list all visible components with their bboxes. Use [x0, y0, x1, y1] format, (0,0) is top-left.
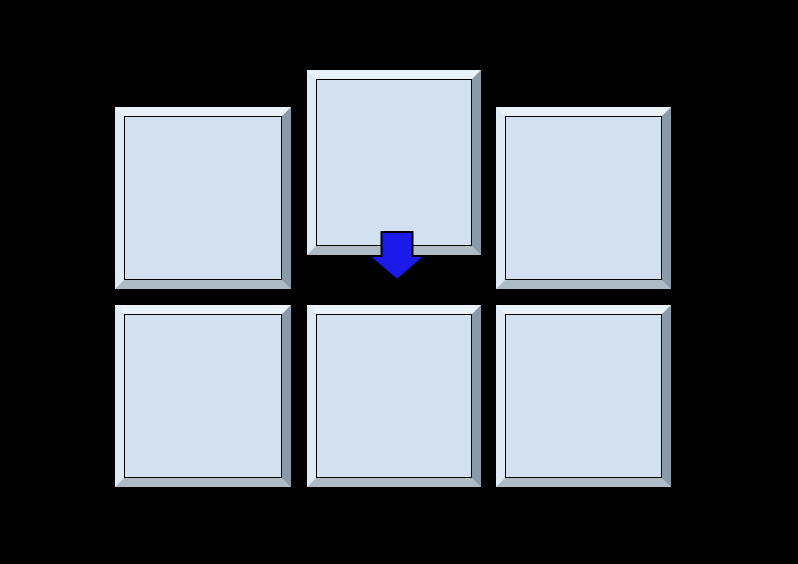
panel-bottom-left[interactable] — [114, 304, 292, 488]
panel-top-right-label — [506, 117, 507, 118]
panel-top-center-label — [317, 80, 318, 81]
panel-bottom-center-label — [317, 315, 318, 316]
panel-top-right-face — [505, 116, 662, 280]
panel-bottom-right-label — [506, 315, 507, 316]
panel-top-left-face — [124, 116, 282, 280]
panel-bottom-right[interactable] — [495, 304, 672, 488]
panel-bottom-center-face — [316, 314, 472, 478]
panel-top-left[interactable] — [114, 106, 292, 290]
panel-bottom-left-face — [124, 314, 282, 478]
panel-bottom-center[interactable] — [306, 304, 482, 488]
panel-top-left-label — [125, 117, 126, 118]
panel-bottom-right-face — [505, 314, 662, 478]
panel-top-center[interactable] — [306, 69, 482, 256]
panel-top-center-face — [316, 79, 472, 246]
panel-bottom-left-label — [125, 315, 126, 316]
panel-top-right[interactable] — [495, 106, 672, 290]
